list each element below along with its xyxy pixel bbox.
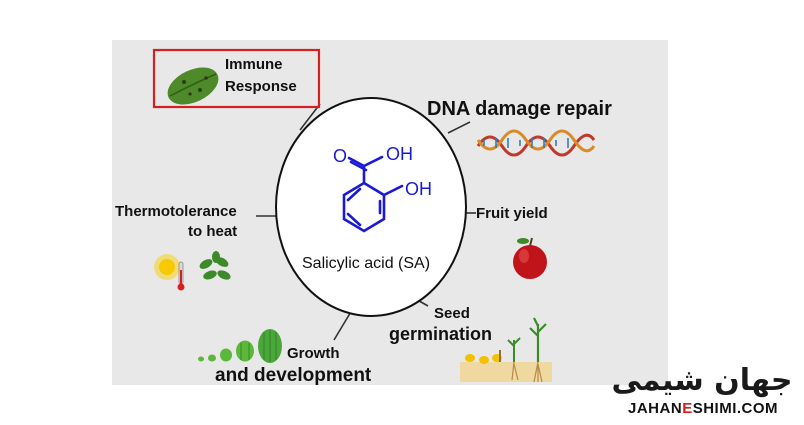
thermometer-icon — [177, 261, 185, 291]
seed-label-2: germination — [389, 324, 492, 344]
germination-sequence-icon — [460, 317, 552, 383]
carbonyl-oxygen: O — [333, 146, 347, 166]
seed-label-1: Seed — [434, 305, 470, 322]
hydroxyl-bond — [382, 184, 404, 197]
fruit-label: Fruit yield — [476, 205, 548, 222]
brand-domain: JAHANESHIMI.COM — [628, 400, 778, 417]
thermo-label-2: to heat — [188, 223, 237, 240]
brand-name-fa: جهان شیمی — [612, 363, 793, 398]
brand-domain-mid: E — [682, 400, 693, 417]
leaf-icon — [167, 67, 219, 105]
brand-logo: جهان شیمی JAHANESHIMI.COM — [612, 363, 793, 417]
dna-label: DNA damage repair — [427, 98, 612, 120]
brand-domain-right: SHIMI.COM — [693, 400, 778, 417]
connector-immune — [299, 103, 321, 131]
thermo-label-1: Thermotolerance — [115, 203, 237, 220]
sun-icon — [154, 254, 180, 280]
growth-label-2: and development — [215, 365, 372, 386]
salicylic-acid-structure — [342, 155, 404, 233]
seedling-plant-icon — [199, 251, 231, 280]
connector-dna — [447, 121, 471, 134]
apple-icon — [513, 237, 547, 279]
ring-hydroxyl: OH — [405, 179, 432, 199]
center-ellipse — [275, 97, 467, 317]
growth-label-1: Growth — [287, 345, 340, 362]
connector-growth — [333, 309, 353, 341]
acid-hydroxyl: OH — [386, 144, 413, 164]
dna-helix-icon — [476, 129, 596, 157]
growth-stages-icon — [198, 329, 282, 363]
center-label: Salicylic acid (SA) — [302, 255, 430, 272]
immune-label-1: Immune — [225, 56, 283, 73]
immune-highlight-box — [152, 48, 321, 109]
immune-label-2: Response — [225, 78, 297, 95]
brand-domain-left: JAHAN — [628, 400, 682, 417]
